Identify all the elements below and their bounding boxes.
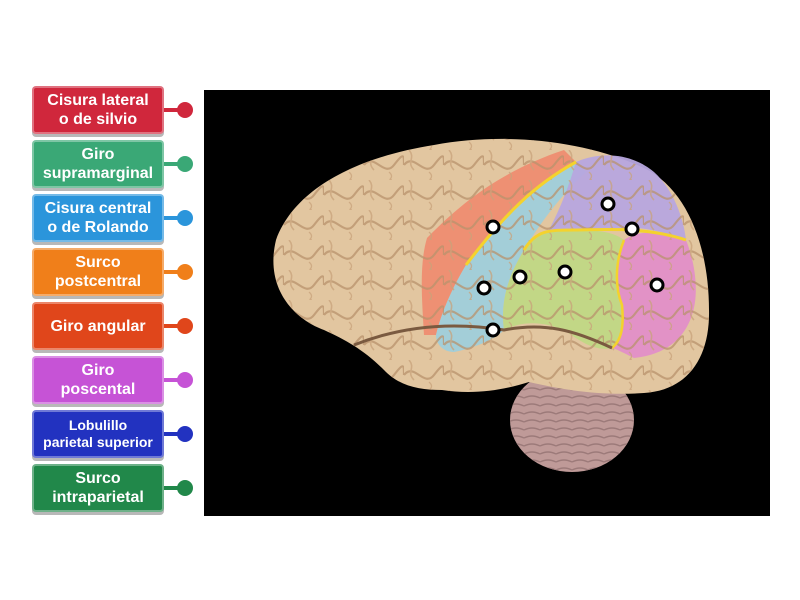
label-connector — [164, 270, 184, 274]
intraparietal-line — [522, 227, 687, 251]
label-connector — [164, 324, 184, 328]
label-connector — [164, 378, 184, 382]
brain-illustration — [273, 138, 710, 472]
lateral-sulcus — [353, 324, 613, 350]
marker-point — [600, 196, 616, 212]
marker-points — [476, 196, 665, 338]
marker-point — [624, 221, 640, 237]
label-text: Giro angular — [32, 302, 164, 350]
label-pin — [177, 480, 193, 496]
label-connector — [164, 108, 184, 112]
label-connector — [164, 432, 184, 436]
label-pin — [177, 102, 193, 118]
marker-point — [485, 322, 501, 338]
marker-point — [649, 277, 665, 293]
label-pin — [177, 264, 193, 280]
angular-line — [611, 239, 626, 349]
brain-image-panel — [204, 90, 770, 516]
marker-point — [512, 269, 528, 285]
label-pin — [177, 210, 193, 226]
marker-point — [485, 219, 501, 235]
marker-point — [476, 280, 492, 296]
label-pin — [177, 318, 193, 334]
marker-point — [557, 264, 573, 280]
label-pin — [177, 426, 193, 442]
postcentral-line — [464, 160, 577, 266]
label-giro-angular[interactable]: Giro angular — [32, 302, 202, 350]
label-pin — [177, 156, 193, 172]
label-pin — [177, 372, 193, 388]
label-connector — [164, 162, 184, 166]
label-connector — [164, 486, 184, 490]
label-connector — [164, 216, 184, 220]
